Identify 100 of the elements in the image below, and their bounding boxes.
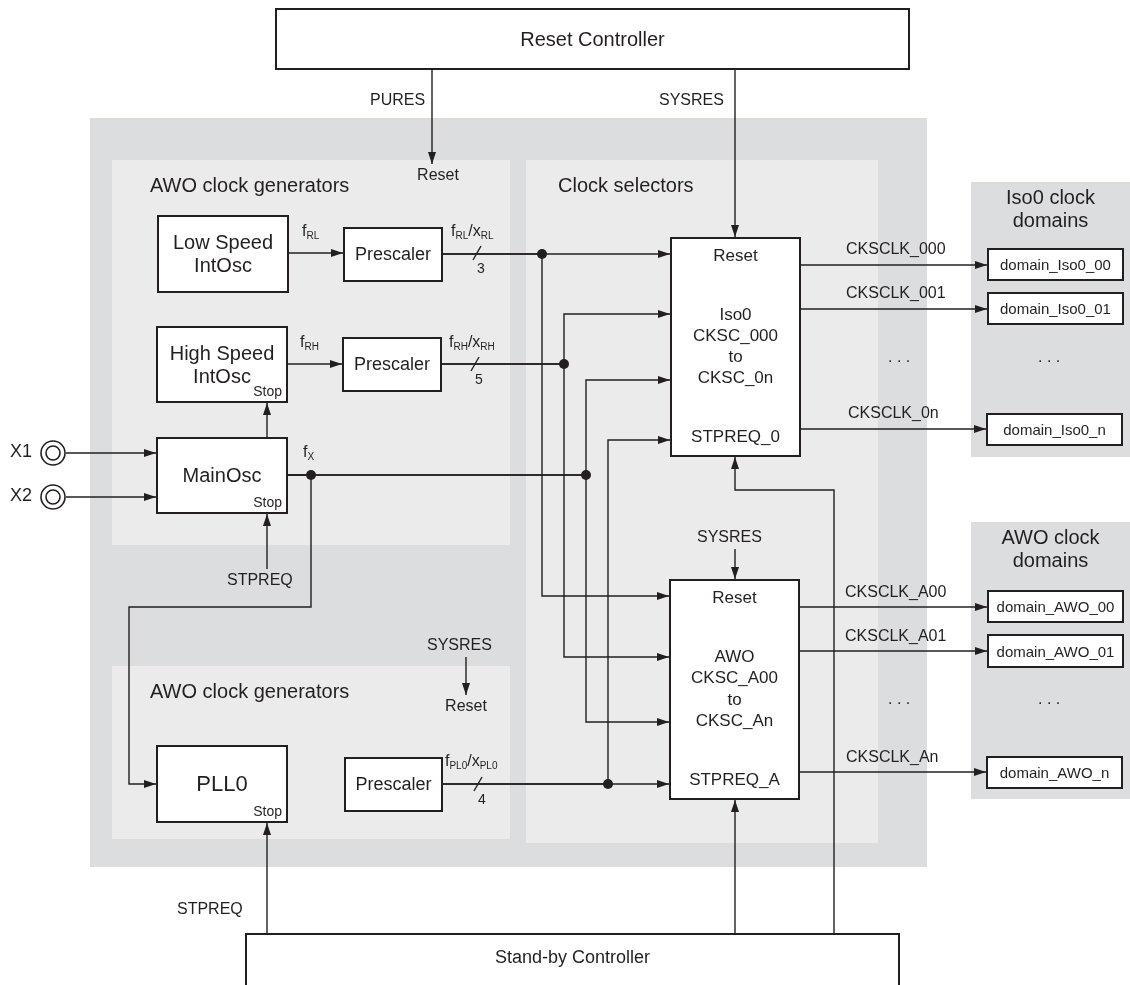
arrow	[731, 456, 835, 934]
edge-label: f$_{RL}$/x$_{RL}$	[451, 222, 494, 240]
arrow	[442, 253, 670, 600]
block-label: Prescaler	[355, 774, 432, 795]
edge-label: f$_{RL}$	[302, 222, 320, 240]
domain-box	[986, 413, 1123, 446]
arrow	[800, 305, 988, 313]
block-label: domain_AWO_n	[999, 764, 1110, 781]
edge-label: STPREQ	[177, 900, 243, 918]
arrow	[287, 474, 670, 726]
arrow	[799, 647, 988, 655]
block-label: MainOsc	[182, 464, 262, 487]
domain-box	[987, 634, 1124, 668]
bus-width-label: 5	[475, 370, 483, 388]
arrow	[731, 799, 739, 934]
arrow	[800, 425, 987, 433]
domain-box	[987, 292, 1124, 325]
block-label: PLL0	[196, 771, 248, 797]
edge-label: PURES	[370, 91, 426, 109]
edge-label: f$_{PL0}$/x$_{PL0}$	[445, 752, 498, 770]
block-label: domain_Iso0_n	[1003, 421, 1106, 438]
pin-label: Reset	[713, 245, 758, 267]
block-label: Reset Controller	[520, 27, 665, 51]
ellipsis-mark: . . .	[888, 348, 911, 366]
terminal-symbol	[40, 484, 66, 510]
arrow	[263, 822, 271, 934]
edge-label: STPREQ	[227, 571, 293, 589]
arrow	[288, 249, 344, 257]
bus-width-label: 3	[477, 259, 485, 277]
domain-box	[987, 248, 1124, 281]
edge-label: CKSCLK_A00	[845, 583, 947, 601]
block-box	[275, 8, 910, 70]
edge-label: f$_{RH}$	[300, 333, 319, 351]
selector-box	[669, 579, 800, 800]
pin-label: Stop	[253, 803, 282, 819]
block-label: domain_AWO_00	[996, 598, 1115, 615]
terminal-symbol	[40, 440, 66, 466]
pin-label: STPREQ_0	[691, 425, 780, 447]
edge-label: SYSRES	[697, 528, 762, 546]
pin-label: Reset	[712, 587, 757, 609]
edge-label: SYSRES	[427, 636, 492, 654]
arrow	[442, 436, 671, 785]
block-label: Iso0 CKSC_000 to CKSC_0n	[691, 303, 780, 389]
arrow	[799, 603, 988, 611]
signal-label: Reset	[410, 164, 466, 186]
group-panel	[112, 666, 510, 839]
arrow	[263, 402, 271, 438]
arrow	[263, 513, 271, 570]
selector-box	[670, 237, 801, 457]
group-panel	[971, 182, 1130, 457]
block-box	[344, 757, 443, 812]
block-label: AWO CKSC_A00 to CKSC_An	[690, 646, 779, 731]
domain-box	[986, 756, 1123, 789]
panel-title: Iso0 clock domains	[1005, 186, 1096, 232]
block-label: domain_Iso0_00	[1000, 256, 1111, 273]
panel-title: Clock selectors	[558, 174, 694, 197]
edge-label: CKSCLK_001	[846, 284, 946, 302]
arrow	[731, 69, 739, 238]
edge-label: CKSCLK_An	[846, 748, 939, 766]
group-panel	[112, 160, 510, 545]
arrow	[731, 548, 739, 580]
ellipsis-mark: . . .	[1038, 690, 1061, 708]
terminal-label: X1	[10, 442, 33, 460]
block-box	[343, 227, 443, 282]
edge-label: CKSCLK_000	[846, 240, 946, 258]
pin-label: Stop	[253, 494, 282, 510]
arrow	[287, 360, 343, 368]
terminal-label: X2	[10, 486, 33, 504]
block-box	[342, 337, 442, 392]
pin-label: STPREQ_A	[689, 768, 780, 790]
block-label: Prescaler	[355, 244, 431, 265]
edge-label: CKSCLK_A01	[845, 627, 947, 645]
block-label: Prescaler	[354, 354, 430, 375]
block-box	[156, 326, 288, 403]
block-label: domain_AWO_01	[996, 642, 1115, 660]
arrow	[462, 656, 470, 696]
edge-label: CKSCLK_0n	[848, 404, 939, 422]
panel-title: AWO clock generators	[150, 680, 350, 703]
group-panel	[971, 522, 1130, 799]
block-label: Low Speed IntOsc	[171, 231, 275, 277]
ellipsis-mark: . . .	[1038, 348, 1061, 366]
arrow	[441, 363, 670, 661]
signal-label: Reset	[438, 695, 494, 717]
panel-title: AWO clock generators	[150, 174, 350, 197]
panel-title: AWO clock domains	[1000, 526, 1101, 572]
block-box	[157, 215, 289, 293]
bus-width-label: 4	[478, 790, 486, 808]
block-box	[156, 437, 288, 514]
arrow	[65, 449, 157, 457]
block-label: domain_Iso0_01	[1000, 300, 1111, 317]
arrow	[428, 69, 436, 165]
block-box	[245, 933, 900, 985]
block-label: Stand-by Controller	[494, 947, 651, 968]
arrow	[799, 768, 987, 776]
edge-label: SYSRES	[659, 91, 724, 109]
arrow	[800, 261, 988, 269]
edge-label: f$_{X}$	[303, 443, 315, 461]
ellipsis-mark: . . .	[888, 690, 911, 708]
arrow	[65, 493, 157, 501]
block-box	[156, 745, 288, 823]
